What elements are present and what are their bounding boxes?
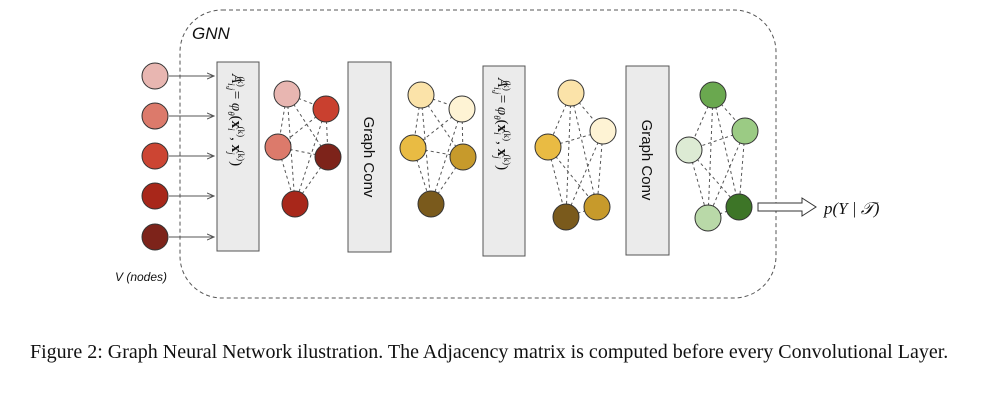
- adjacency-xj: x: [494, 149, 510, 157]
- adjacency-superscript: (k): [502, 80, 512, 91]
- graph-2-node: [407, 81, 435, 109]
- adjacency-subscript: i,j: [226, 83, 236, 91]
- graph-4-node: [725, 193, 753, 221]
- adjacency-subscript: i,j: [492, 87, 502, 95]
- adjacency-xi: x: [494, 125, 510, 133]
- graph-1-node: [273, 80, 301, 108]
- nodes-label: V (nodes): [115, 270, 167, 284]
- graph-1: [264, 80, 342, 218]
- graph-1-node: [281, 190, 309, 218]
- output-arrow: [757, 197, 817, 217]
- graph-2-node: [449, 143, 477, 171]
- input-node: [141, 142, 169, 170]
- adjacency-box-1: Ai,j(k) = φθ(xi(k), xj(k)): [216, 61, 260, 252]
- svg-text:Ai,j(k) = φθ(xi(k), xj(k)): Ai,j(k) = φθ(xi(k), xj(k)): [492, 77, 512, 170]
- graph-3-node: [557, 79, 585, 107]
- adjacency-eq: =: [494, 91, 510, 107]
- adjacency-theta: θ: [226, 111, 236, 116]
- input-arrows: [169, 76, 214, 237]
- gnn-diagram: GNN V (nodes) Ai,j(k) = φθ(xi(k), xj(k)): [115, 9, 880, 299]
- adjacency-eq: =: [228, 87, 244, 103]
- graph-1-node: [314, 143, 342, 171]
- graph-2-node: [399, 134, 427, 162]
- graph-1-node: [312, 95, 340, 123]
- adjacency-phi: φ: [228, 103, 244, 111]
- graph-conv-box-1: Graph Conv: [347, 61, 392, 253]
- graph-3-node: [589, 117, 617, 145]
- graph-conv-label-1: Graph Conv: [360, 117, 377, 198]
- gnn-label: GNN: [192, 24, 231, 43]
- graph-conv-box-2: Graph Conv: [625, 65, 670, 256]
- input-node: [141, 102, 169, 130]
- adjacency-xi: x: [228, 121, 244, 129]
- graph-4-node: [699, 81, 727, 109]
- adjacency-xj: x: [228, 145, 244, 153]
- graph-4-node: [731, 117, 759, 145]
- input-node: [141, 182, 169, 210]
- input-nodes: [141, 62, 169, 251]
- graph-2-node: [448, 95, 476, 123]
- input-node: [141, 62, 169, 90]
- figure-caption: Figure 2: Graph Neural Network ilustrati…: [30, 341, 949, 363]
- adjacency-lhs: A: [228, 73, 244, 84]
- adjacency-theta: θ: [492, 115, 502, 120]
- graph-4-node: [694, 204, 722, 232]
- graph-conv-label-2: Graph Conv: [638, 120, 655, 201]
- adjacency-superscript: (k): [236, 76, 246, 87]
- graph-4-node: [675, 136, 703, 164]
- svg-text:Ai,j(k) = φθ(xi(k), xj(k)): Ai,j(k) = φθ(xi(k), xj(k)): [226, 73, 246, 166]
- input-node: [141, 223, 169, 251]
- graph-3-node: [534, 133, 562, 161]
- graph-3: [534, 79, 617, 231]
- gnn-container: [179, 9, 777, 299]
- output-formula: p(Y | 𝒯): [823, 199, 880, 218]
- graph-3-node: [552, 203, 580, 231]
- graph-4: [675, 81, 759, 232]
- graph-2-node: [417, 190, 445, 218]
- adjacency-lhs: A: [494, 77, 510, 88]
- graph-3-node: [583, 193, 611, 221]
- graph-2: [399, 81, 477, 218]
- adjacency-box-2: Ai,j(k) = φθ(xi(k), xj(k)): [482, 65, 526, 257]
- adjacency-phi: φ: [494, 107, 510, 115]
- graph-1-node: [264, 133, 292, 161]
